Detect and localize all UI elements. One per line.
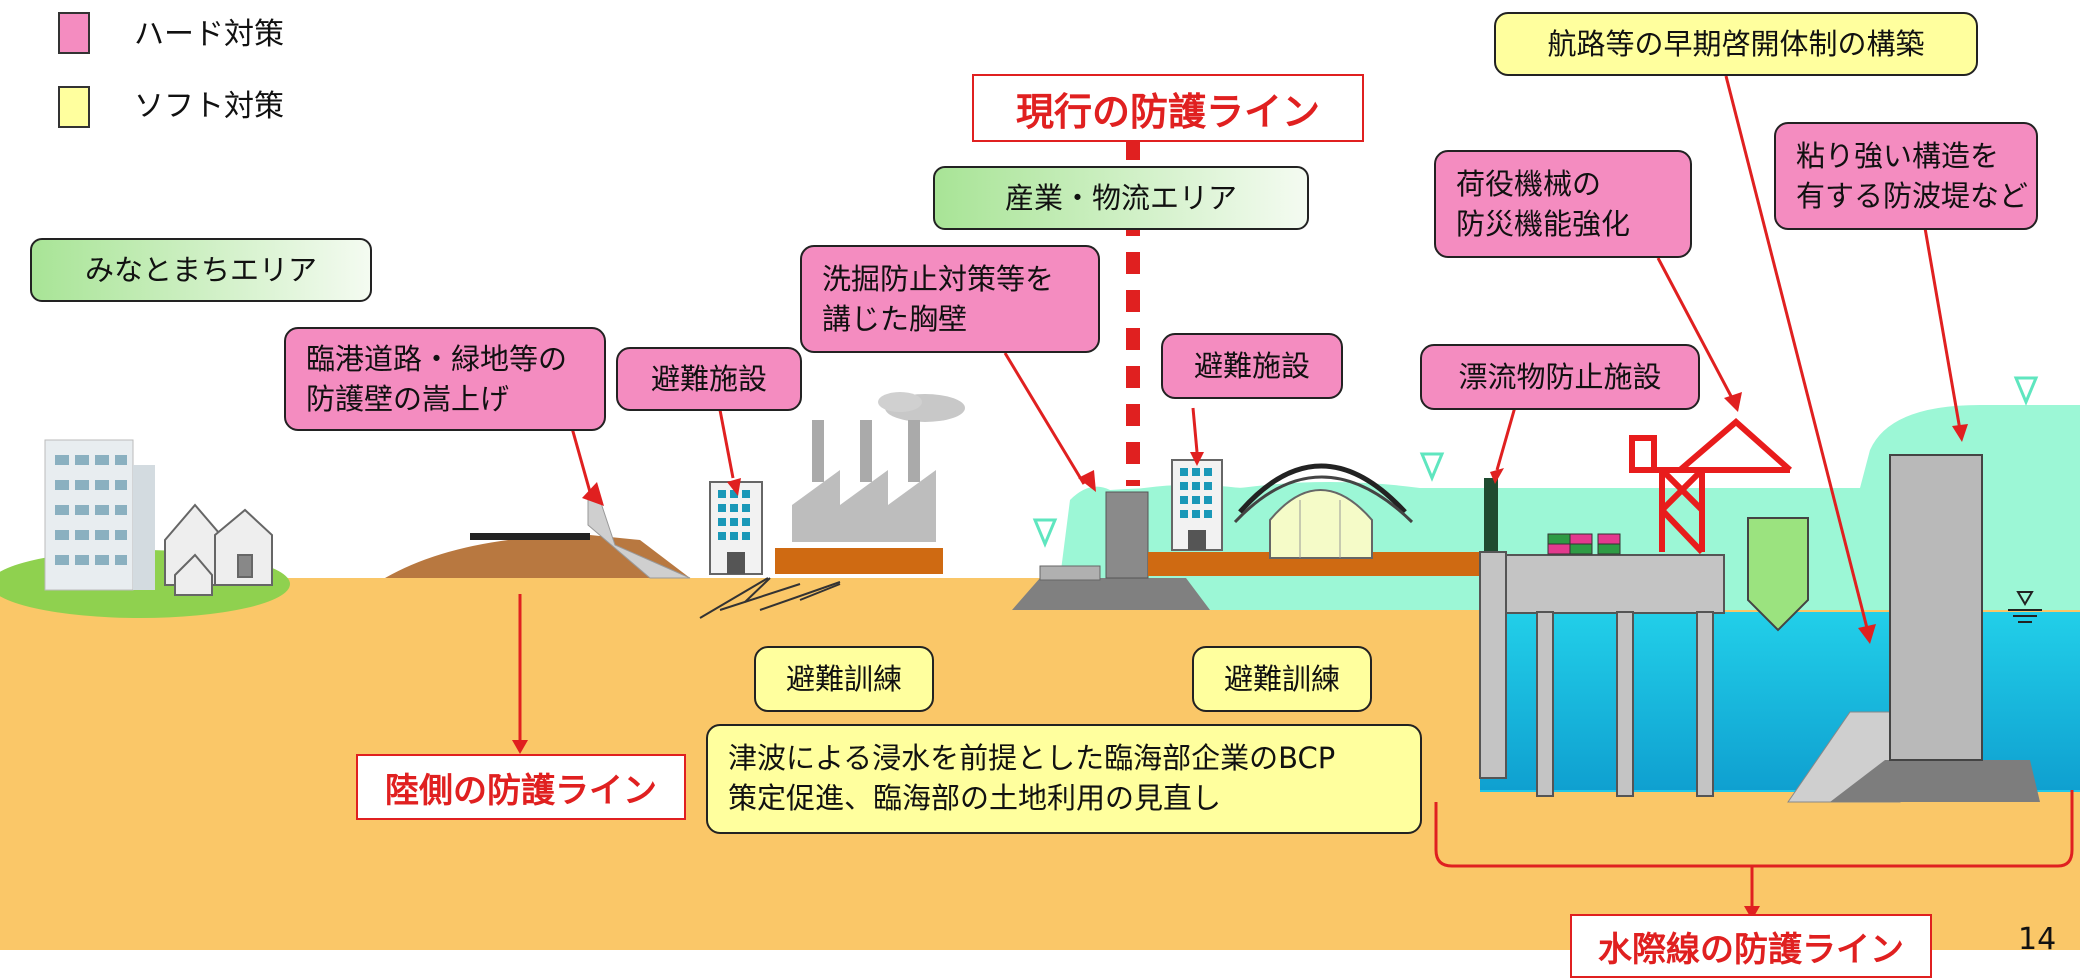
bcp-line-1: 津波による浸水を前提とした臨海部企業のBCP: [728, 741, 1336, 775]
breakwater: [1787, 454, 2040, 803]
ground-cracks: [699, 577, 841, 619]
page-number: 14: [2018, 922, 2057, 957]
gantry-crane: [1629, 418, 1792, 555]
warehouse-dome: [1233, 463, 1414, 559]
waterfront-arrowhead: [1744, 906, 1760, 920]
factory: [775, 392, 965, 574]
breakwater-line-2: 有する防波堤など: [1796, 179, 2029, 213]
waterfront-defense-line-label: 水際線の防護ライン: [1570, 914, 1932, 978]
channel-reopening-callout: 航路等の早期啓開体制の構築: [1494, 12, 1978, 76]
cargo-machinery-line-1: 荷役機械の: [1456, 167, 1602, 201]
breakwater-callout: 粘り強い構造を 有する防波堤など: [1774, 122, 2038, 230]
seawall: [1012, 491, 1210, 610]
legend-soft-label: ソフト対策: [134, 89, 284, 124]
drift-barrier-post: [1484, 478, 1498, 552]
pier: [1479, 551, 1725, 797]
sea-level-marker: [2008, 591, 2042, 623]
road-wall-line-1: 臨港道路・緑地等の: [306, 342, 568, 376]
current-defense-line-label: 現行の防護ライン: [972, 74, 1364, 142]
legend-hard-label: ハード対策: [134, 17, 284, 52]
containers: [1547, 533, 1621, 555]
evacuation-drill-callout-2: 避難訓練: [1192, 646, 1372, 712]
waterfront-bracket: [1434, 790, 2074, 908]
houses: [164, 503, 273, 596]
arrowheads: [512, 392, 1968, 754]
evacuation-building-1: [709, 481, 763, 575]
legend-hard-swatch: [58, 12, 90, 54]
city-area-label: みなとまちエリア: [30, 238, 372, 302]
scour-wall-line-1: 洗掘防止対策等を: [822, 262, 1055, 296]
ship: [1747, 517, 1809, 632]
legend-soft-swatch: [58, 86, 90, 128]
cargo-machinery-line-2: 防災機能強化: [1456, 207, 1631, 241]
drift-facility-callout: 漂流物防止施設: [1420, 344, 1700, 410]
road-wall-callout: 臨港道路・緑地等の 防護壁の嵩上げ: [284, 327, 606, 431]
callout-arrows: [518, 75, 1962, 740]
apartment-building: [44, 439, 155, 591]
land-side-defense-line-label: 陸側の防護ライン: [356, 754, 686, 820]
bcp-callout: 津波による浸水を前提とした臨海部企業のBCP 策定促進、臨海部の土地利用の見直し: [706, 724, 1422, 834]
scour-wall-line-2: 講じた胸壁: [822, 302, 968, 336]
bcp-line-2: 策定促進、臨海部の土地利用の見直し: [728, 781, 1222, 815]
scour-wall-callout: 洗掘防止対策等を 講じた胸壁: [800, 245, 1100, 353]
raised-wall-top: [470, 533, 590, 540]
evacuation-facility-callout-1: 避難施設: [616, 347, 802, 411]
road-wall-line-2: 防護壁の嵩上げ: [306, 382, 510, 416]
evacuation-drill-callout-1: 避難訓練: [754, 646, 934, 712]
industry-area-label: 産業・物流エリア: [933, 166, 1309, 230]
breakwater-line-1: 粘り強い構造を: [1796, 139, 2000, 173]
cargo-machinery-callout: 荷役機械の 防災機能強化: [1434, 150, 1692, 258]
water-level-markers: [1032, 376, 2039, 548]
evacuation-facility-callout-2: 避難施設: [1161, 333, 1343, 399]
evacuation-building-2: [1171, 459, 1223, 551]
